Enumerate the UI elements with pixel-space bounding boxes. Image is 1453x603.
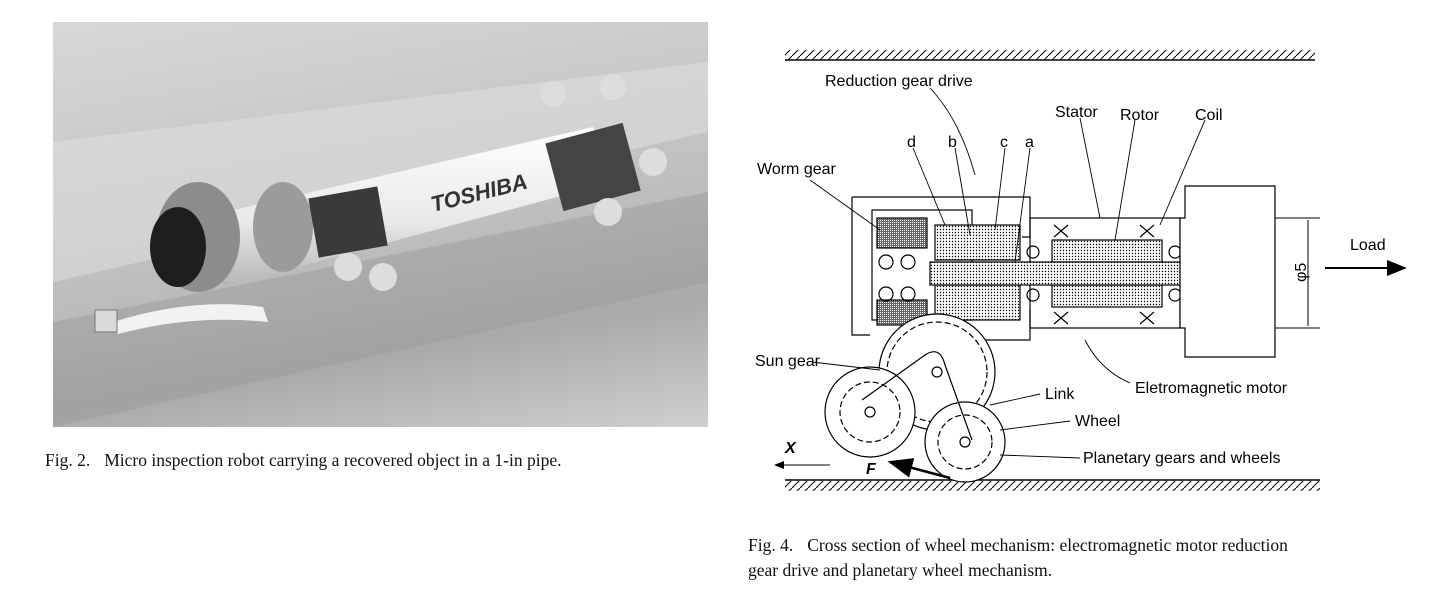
label-worm-gear: Worm gear: [757, 161, 837, 178]
label-b: b: [948, 134, 957, 151]
figure4-number: Fig. 4.: [748, 535, 794, 555]
label-c: c: [1000, 134, 1008, 151]
label-planetary-gears: Planetary gears and wheels: [1083, 450, 1280, 467]
figure4-caption: Fig. 4. Cross section of wheel mechanism:…: [748, 535, 1288, 556]
label-electromagnetic-motor: Eletromagnetic motor: [1135, 380, 1288, 397]
figure2-number: Fig. 2.: [45, 450, 91, 470]
label-link: Link: [1045, 386, 1075, 403]
figure2-caption-text: Micro inspection robot carrying a recove…: [104, 450, 562, 470]
robot-photo-drawing: TOSHIBA: [53, 62, 708, 427]
label-coil: Coil: [1195, 107, 1223, 124]
figure4-caption-line2: gear drive and planetary wheel mechanism…: [748, 560, 1053, 580]
pipe-wall-bottom: [785, 479, 1320, 491]
figure4-caption-line1: Cross section of wheel mechanism: electr…: [807, 535, 1288, 555]
figure2-caption: Fig. 2. Micro inspection robot carrying a…: [45, 450, 562, 471]
label-force: F: [866, 461, 877, 478]
robot-photo: TOSHIBA: [53, 22, 708, 427]
label-x-axis: X: [784, 440, 797, 457]
load-block: [1179, 185, 1276, 358]
diameter-dimension: [1275, 217, 1320, 329]
pipe-wall-top: [785, 50, 1315, 61]
force-arrow: [887, 458, 951, 480]
label-sun-gear: Sun gear: [755, 353, 821, 370]
label-wheel: Wheel: [1075, 413, 1120, 430]
link: [861, 351, 973, 441]
planetary-gears: [824, 313, 1006, 483]
label-rotor: Rotor: [1120, 107, 1160, 124]
leader-lines: [809, 87, 1206, 459]
label-stator: Stator: [1055, 104, 1098, 121]
label-a: a: [1025, 134, 1034, 151]
label-reduction-gear-drive: Reduction gear drive: [825, 73, 973, 90]
label-load: Load: [1350, 237, 1386, 254]
gear-housing: [851, 196, 1031, 341]
recovered-object: [113, 304, 268, 334]
electromagnetic-motor: [929, 217, 1182, 329]
label-d: d: [907, 134, 916, 151]
label-diameter: φ5: [1293, 263, 1310, 282]
